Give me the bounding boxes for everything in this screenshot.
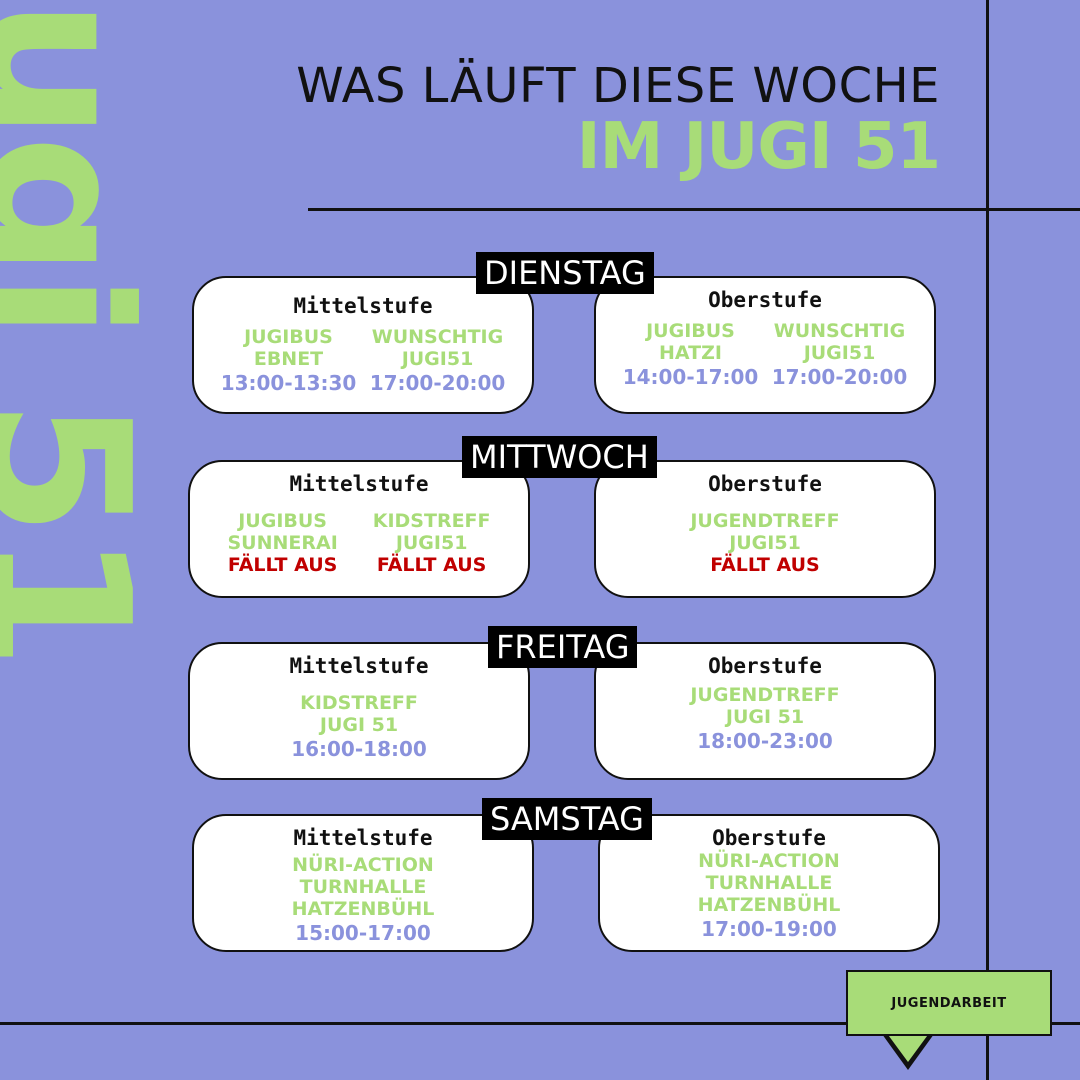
cancel-label: FÄLLT AUS — [710, 554, 820, 576]
samstag-mittelstufe-card: Mittelstufe NÜRI-ACTION TURNHALLE HATZEN… — [192, 814, 534, 952]
freitag-mittelstufe-card: Mittelstufe KIDSTREFF JUGI 51 16:00-18:0… — [188, 642, 530, 780]
event-time: 14:00-17:00 — [622, 365, 759, 389]
event-time: 18:00-23:00 — [697, 729, 833, 753]
card-header: Mittelstufe — [293, 294, 433, 318]
card-header: Mittelstufe — [289, 654, 429, 678]
event-item: JUGIBUS SUNNERAI FÄLLT AUS — [227, 510, 338, 576]
badge-label: JUGENDARBEIT — [891, 995, 1007, 1011]
side-logo-text: jugi 51 — [0, 0, 172, 665]
event-item: NÜRI-ACTION TURNHALLE HATZENBÜHL 15:00-1… — [291, 854, 435, 945]
freitag-oberstufe-card: Oberstufe JUGENDTREFF JUGI 51 18:00-23:0… — [594, 642, 936, 780]
side-logo: jugi 51 — [0, 0, 172, 664]
day-label-samstag: SAMSTAG — [482, 798, 652, 840]
event-time: 16:00-18:00 — [291, 737, 427, 761]
event-time: 15:00-17:00 — [295, 921, 431, 945]
event-time: 13:00-13:30 — [220, 371, 357, 395]
event-item: KIDSTREFF JUGI 51 16:00-18:00 — [291, 692, 427, 761]
speech-bubble-tail-fill — [886, 1032, 930, 1062]
mittwoch-oberstufe-card: Oberstufe JUGENDTREFF JUGI51 FÄLLT AUS — [594, 460, 936, 598]
card-header: Oberstufe — [708, 654, 822, 678]
day-label-freitag: FREITAG — [488, 626, 638, 668]
event-item: JUGIBUS EBNET 13:00-13:30 — [220, 326, 357, 395]
card-header: Oberstufe — [712, 826, 826, 850]
card-header: Oberstufe — [708, 288, 822, 312]
event-item: JUGENDTREFF JUGI51 FÄLLT AUS — [690, 510, 840, 576]
card-header: Mittelstufe — [293, 826, 433, 850]
event-time: 17:00-20:00 — [369, 371, 506, 395]
day-label-dienstag: DIENSTAG — [476, 252, 654, 294]
event-item: KIDSTREFF JUGI51 FÄLLT AUS — [372, 510, 491, 576]
card-header: Mittelstufe — [289, 472, 429, 496]
event-item: WUNSCHTIG JUGI51 17:00-20:00 — [771, 320, 908, 389]
page-subtitle: IM JUGI 51 — [576, 110, 941, 184]
jugendarbeit-badge: JUGENDARBEIT — [846, 970, 1052, 1036]
bottom-divider-line — [0, 1022, 1080, 1025]
event-item: JUGENDTREFF JUGI 51 18:00-23:00 — [690, 684, 840, 753]
mittwoch-mittelstufe-card: Mittelstufe JUGIBUS SUNNERAI FÄLLT AUS K… — [188, 460, 530, 598]
dienstag-mittelstufe-card: Mittelstufe JUGIBUS EBNET 13:00-13:30 WU… — [192, 276, 534, 414]
vertical-divider-line — [986, 0, 989, 1080]
cancel-label: FÄLLT AUS — [227, 554, 338, 576]
cancel-label: FÄLLT AUS — [376, 554, 487, 576]
samstag-oberstufe-card: Oberstufe NÜRI-ACTION TURNHALLE HATZENBÜ… — [598, 814, 940, 952]
page-title: WAS LÄUFT DIESE WOCHE — [296, 58, 940, 114]
event-item: JUGIBUS HATZI 14:00-17:00 — [622, 320, 759, 389]
day-label-mittwoch: MITTWOCH — [462, 436, 657, 478]
header-underline — [308, 208, 1080, 211]
event-time: 17:00-19:00 — [701, 917, 837, 941]
dienstag-oberstufe-card: Oberstufe JUGIBUS HATZI 14:00-17:00 WUNS… — [594, 276, 936, 414]
card-header: Oberstufe — [708, 472, 822, 496]
event-item: WUNSCHTIG JUGI51 17:00-20:00 — [369, 326, 506, 395]
event-item: NÜRI-ACTION TURNHALLE HATZENBÜHL 17:00-1… — [697, 850, 841, 941]
event-time: 17:00-20:00 — [771, 365, 908, 389]
